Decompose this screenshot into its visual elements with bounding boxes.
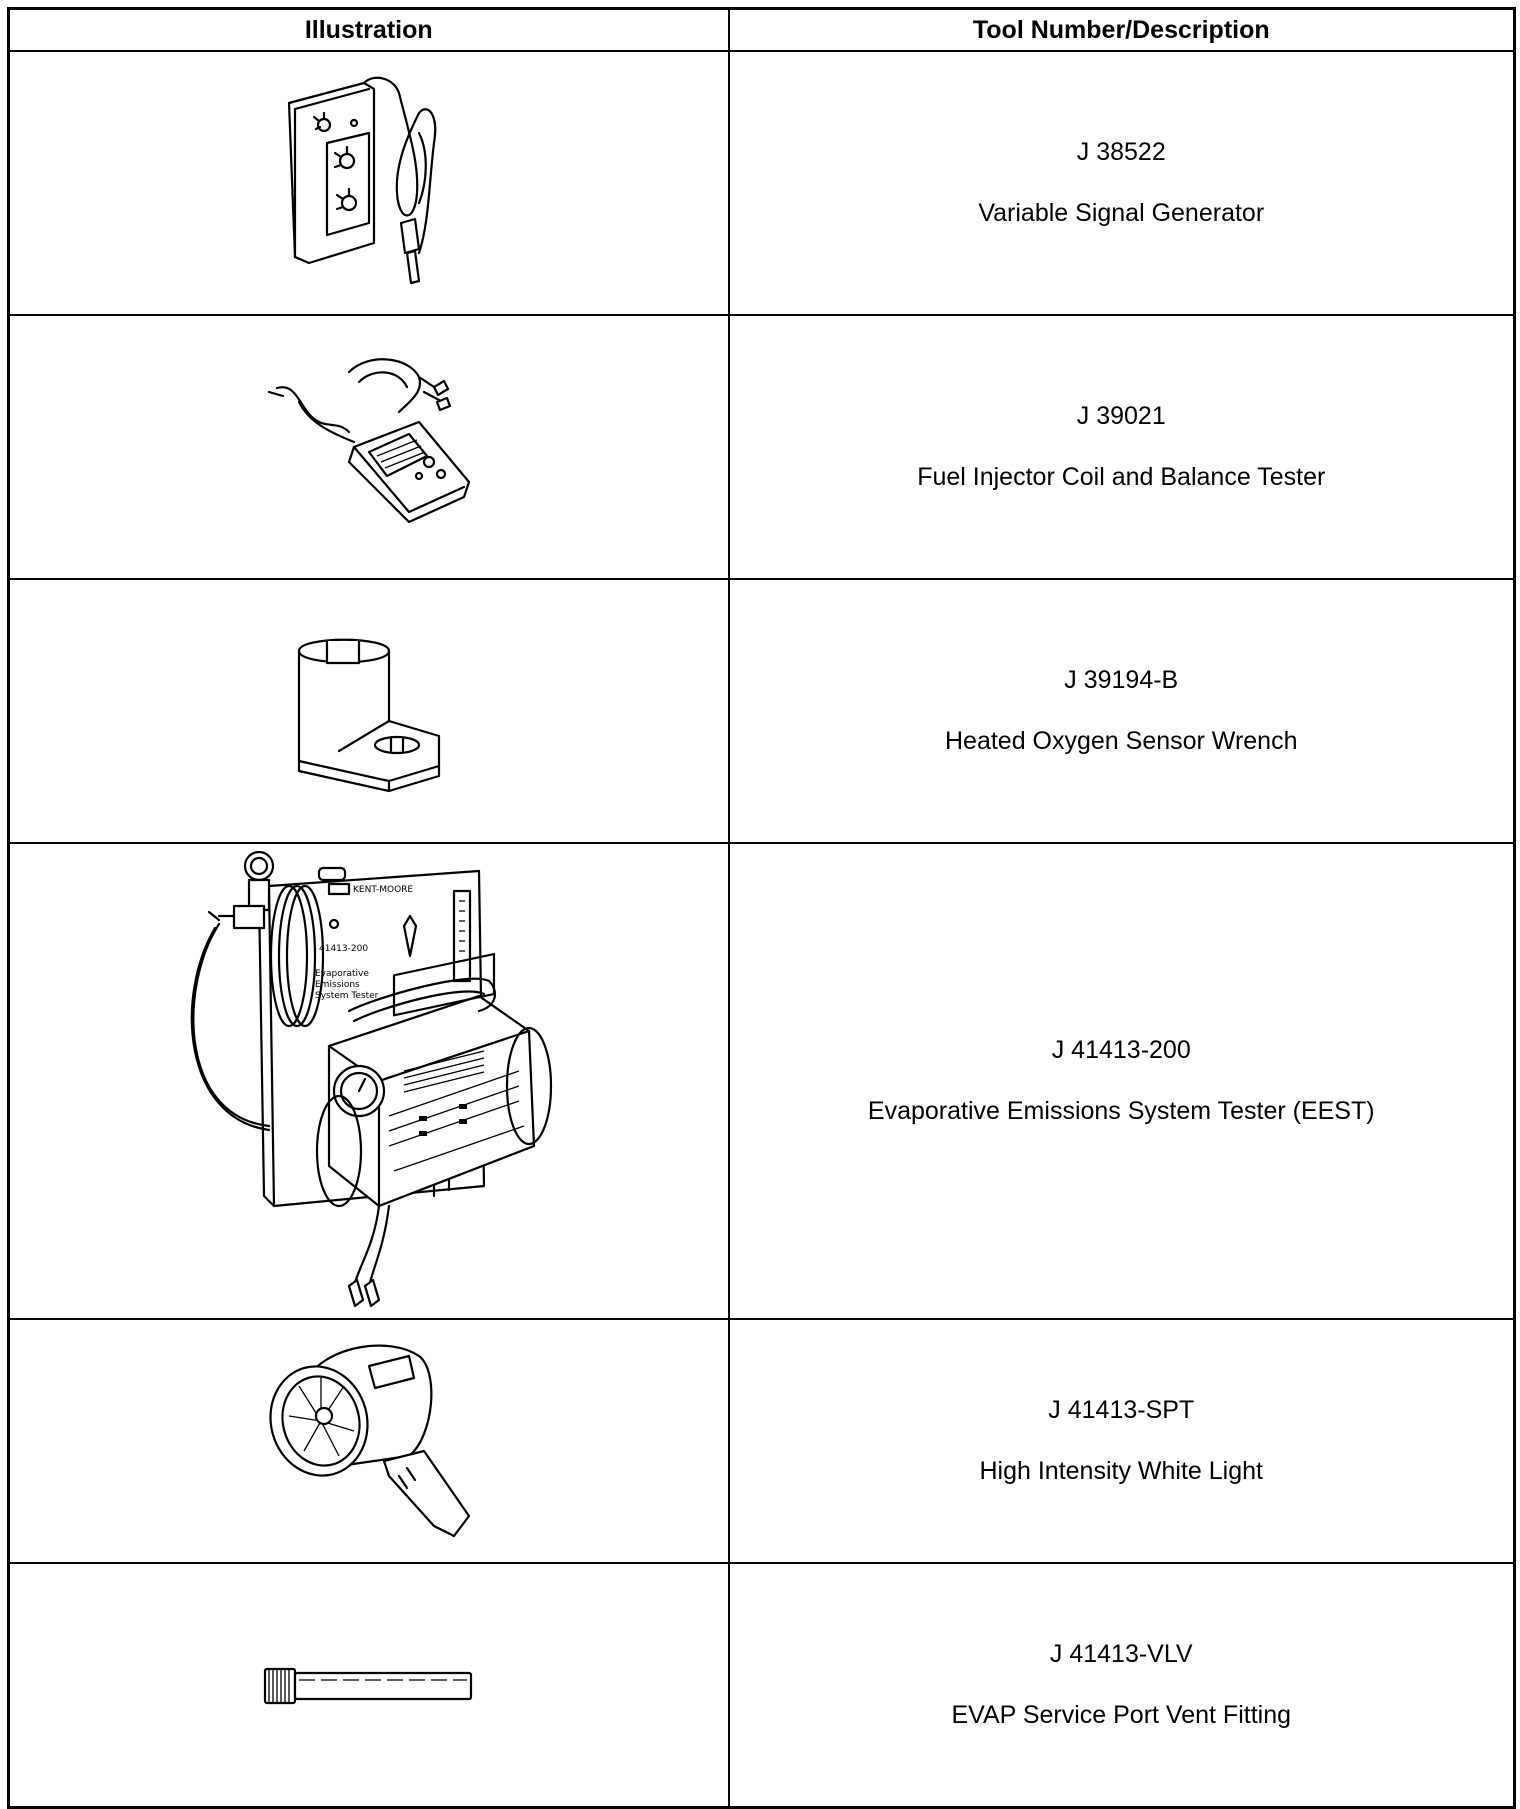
description-cell: J 41413-SPT High Intensity White Light	[727, 1318, 1516, 1564]
description-cell: J 41413-VLV EVAP Service Port Vent Fitti…	[727, 1562, 1516, 1808]
table-header-row: Illustration Tool Number/Description	[7, 7, 1516, 52]
tool-name: EVAP Service Port Vent Fitting	[951, 1700, 1291, 1729]
table-row: J 39021 Fuel Injector Coil and Balance T…	[7, 314, 1516, 580]
tool-number: J 39194-B	[1064, 666, 1179, 694]
description-cell: J 41413-200 Evaporative Emissions System…	[727, 842, 1516, 1320]
tool-number: J 41413-VLV	[1049, 1639, 1193, 1668]
tool-name: Evaporative Emissions System Tester (EES…	[867, 1097, 1375, 1125]
description-cell: J 39021 Fuel Injector Coil and Balance T…	[727, 314, 1516, 580]
title-line-1: Evaporative	[315, 969, 369, 979]
variable-signal-generator-illustration	[287, 76, 436, 285]
illustration-cell	[7, 50, 730, 316]
illustration-cell	[7, 314, 730, 580]
tool-number: J 41413-SPT	[1048, 1396, 1195, 1424]
table-row: KENT-MOORE 41413-200 Evaporative Emissio…	[7, 842, 1516, 1320]
illustration-cell: KENT-MOORE 41413-200 Evaporative Emissio…	[7, 842, 730, 1320]
table-row: J 41413-SPT High Intensity White Light	[7, 1318, 1516, 1564]
eest-illustration: KENT-MOORE 41413-200 Evaporative Emissio…	[190, 850, 552, 1308]
illustration-cell	[7, 1562, 730, 1808]
tool-name: Heated Oxygen Sensor Wrench	[944, 727, 1298, 755]
tool-name: Variable Signal Generator	[978, 199, 1265, 227]
title-line-3: System Tester	[315, 991, 379, 1001]
tool-name: Fuel Injector Coil and Balance Tester	[917, 463, 1326, 491]
illustration-cell	[7, 578, 730, 844]
title-line-2: Emissions	[315, 980, 360, 990]
tool-number: J 41413-200	[1051, 1036, 1191, 1064]
oxygen-sensor-wrench-illustration	[297, 638, 440, 793]
illustration-header: Illustration	[7, 7, 730, 52]
tool-name: High Intensity White Light	[979, 1457, 1263, 1485]
model-label: 41413-200	[319, 944, 368, 954]
table-row: J 38522 Variable Signal Generator	[7, 50, 1516, 316]
tools-table: Illustration Tool Number/Description	[7, 7, 1516, 1809]
fuel-injector-tester-illustration	[267, 358, 470, 524]
vent-fitting-illustration	[263, 1667, 472, 1704]
description-cell: J 39194-B Heated Oxygen Sensor Wrench	[727, 578, 1516, 844]
table-row: J 41413-VLV EVAP Service Port Vent Fitti…	[7, 1562, 1516, 1808]
illustration-cell	[7, 1318, 730, 1564]
tool-number: J 38522	[1076, 138, 1166, 166]
tool-number: J 39021	[1076, 402, 1166, 430]
brand-label: KENT-MOORE	[353, 885, 413, 895]
description-cell: J 38522 Variable Signal Generator	[727, 50, 1516, 316]
white-light-illustration	[269, 1344, 470, 1538]
tool-header: Tool Number/Description	[727, 7, 1516, 52]
table-row: J 39194-B Heated Oxygen Sensor Wrench	[7, 578, 1516, 844]
